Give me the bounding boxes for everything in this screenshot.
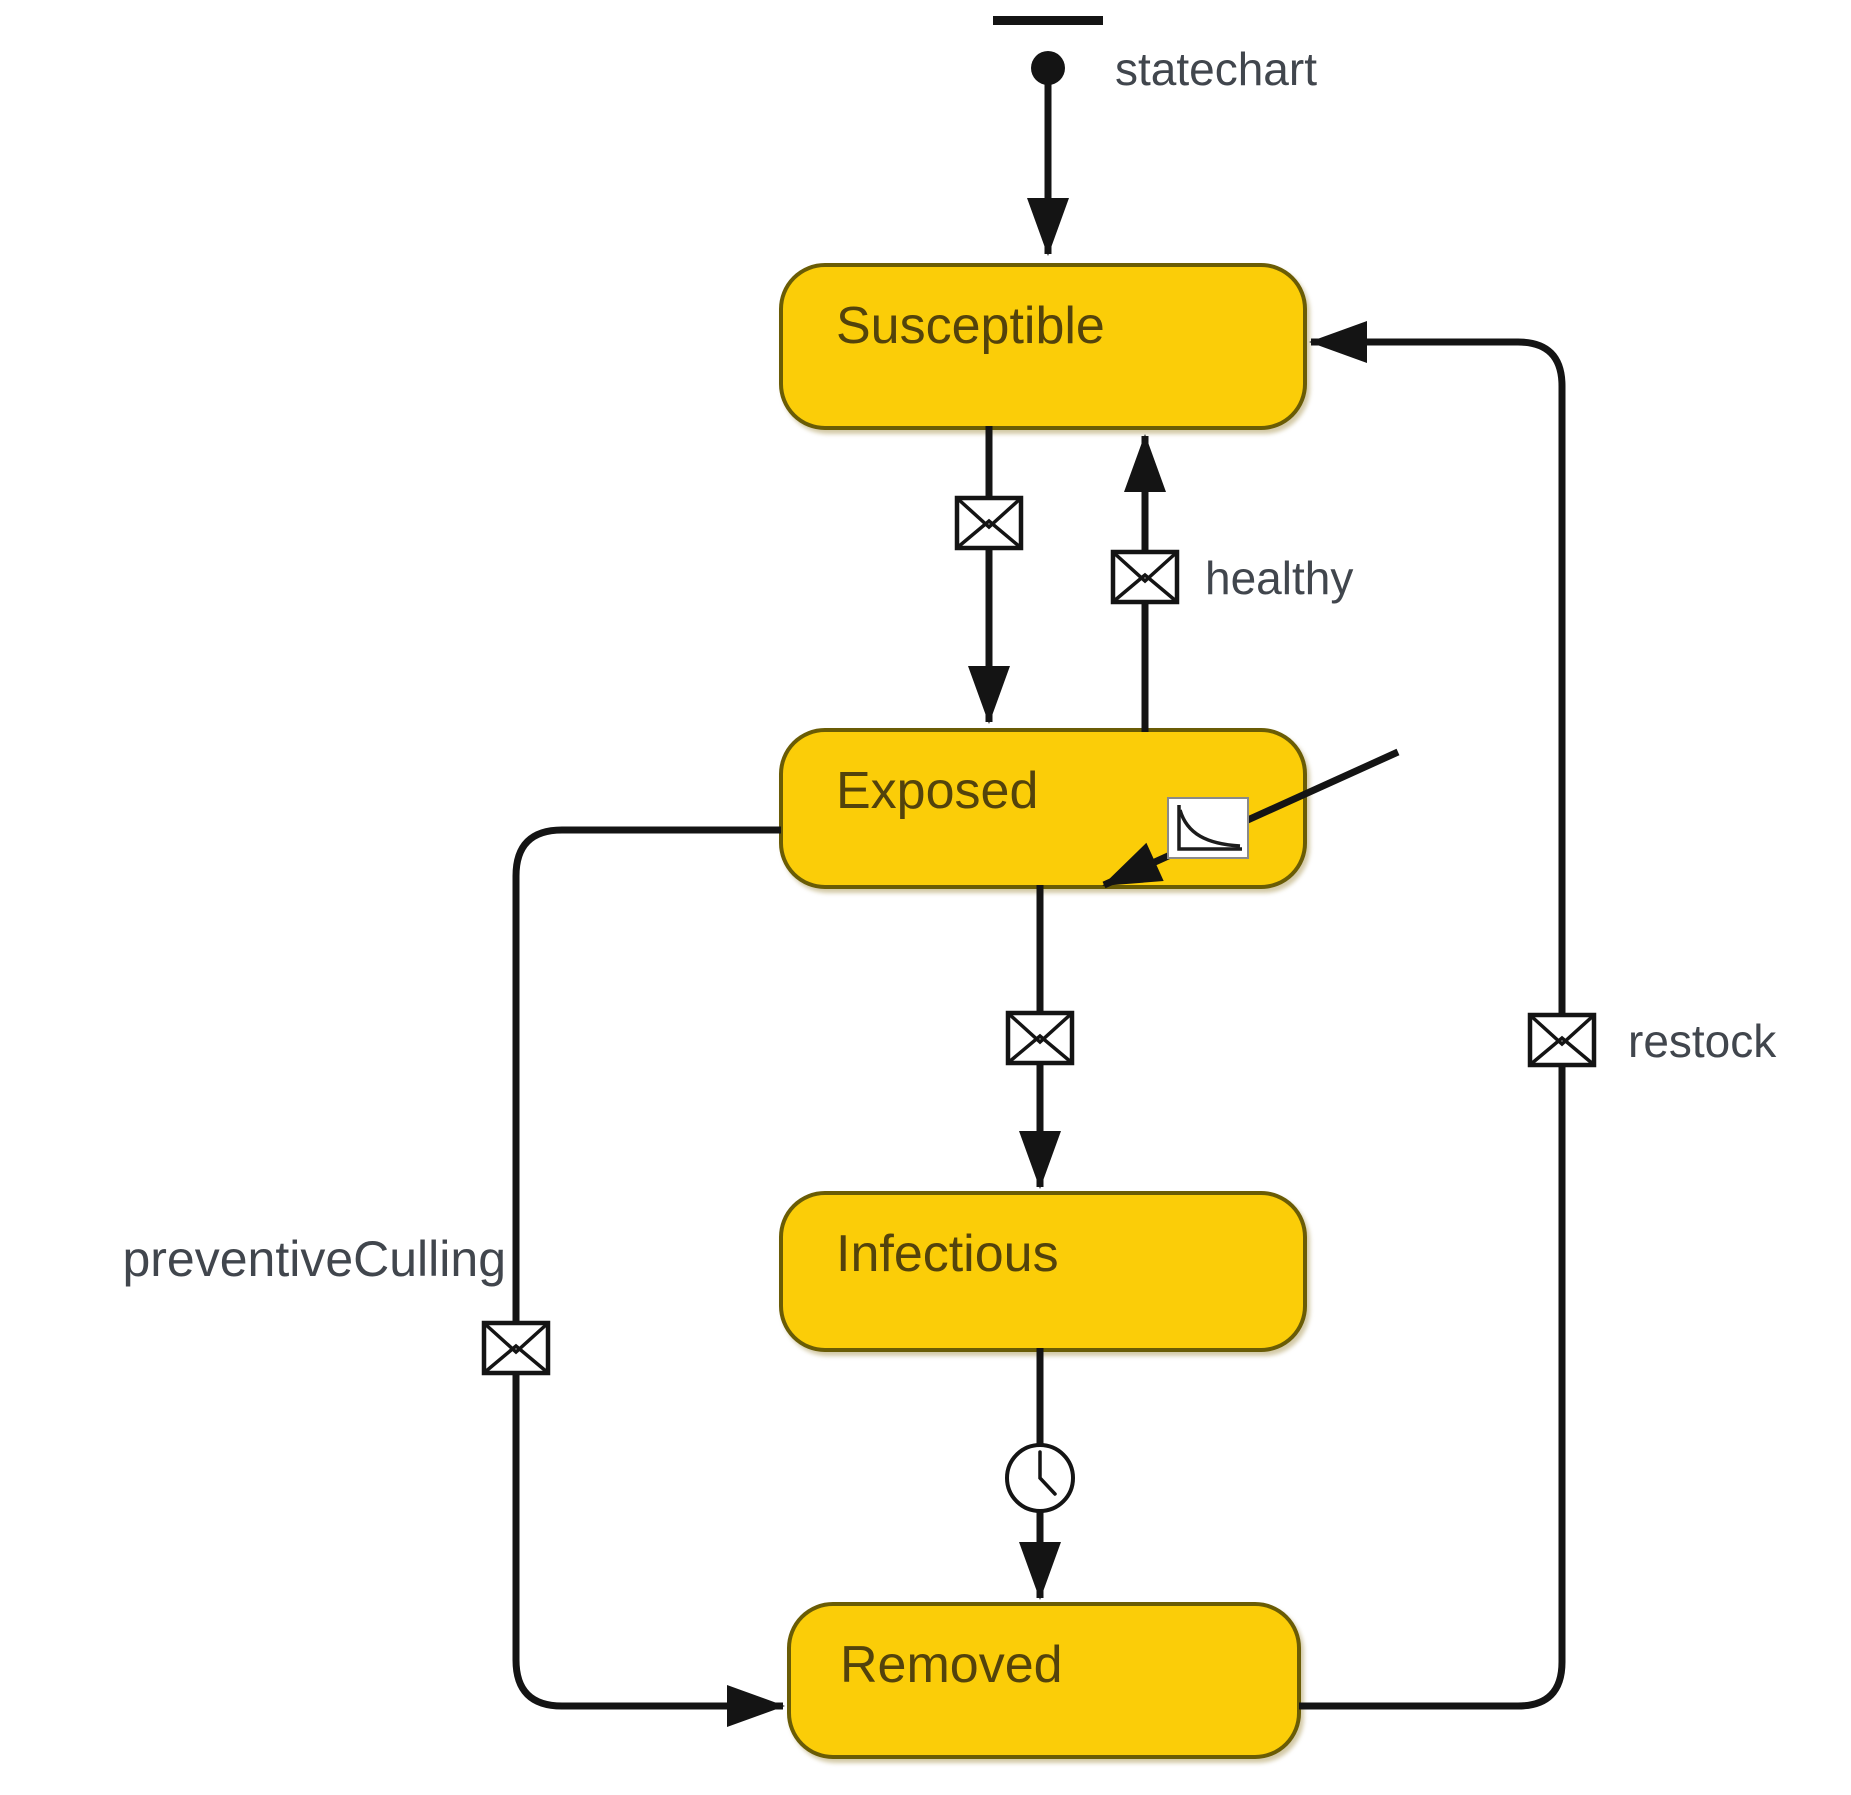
transition-exposed-to-removed-preventive-culling[interactable]: preventiveCulling: [122, 826, 785, 1727]
initial-state-pointer[interactable]: statechart: [993, 16, 1317, 256]
statechart-name-label: statechart: [1115, 43, 1317, 95]
message-envelope-icon[interactable]: [954, 495, 1024, 551]
transition-rate-into-exposed[interactable]: [1102, 748, 1400, 889]
transition-line[interactable]: [512, 826, 785, 1727]
state-removed-label: Removed: [840, 1636, 1063, 1694]
transition-restock-label: restock: [1628, 1015, 1777, 1067]
envelope-flaps: [483, 1322, 549, 1374]
transition-preventive-culling-label: preventiveCulling: [122, 1231, 506, 1287]
transition-line[interactable]: [1299, 321, 1566, 1710]
transition-susceptible-to-exposed[interactable]: [954, 426, 1024, 724]
transition-healthy-label: healthy: [1205, 552, 1353, 604]
message-envelope-icon[interactable]: [1110, 549, 1180, 605]
state-susceptible-shape[interactable]: [779, 263, 1307, 430]
rate-icon-curve: [1178, 809, 1241, 848]
state-infectious[interactable]: Infectious: [779, 1191, 1307, 1352]
transition-removed-to-susceptible-restock[interactable]: restock: [1299, 321, 1777, 1710]
message-envelope-icon[interactable]: [481, 1320, 551, 1376]
envelope-flaps: [956, 497, 1022, 549]
state-susceptible-label: Susceptible: [836, 297, 1105, 355]
rate-curve-icon[interactable]: [1167, 797, 1249, 859]
transition-infectious-to-removed[interactable]: [1005, 1348, 1075, 1600]
envelope-flaps: [1112, 551, 1178, 603]
state-removed-shape[interactable]: [787, 1602, 1301, 1759]
envelope-flaps: [1007, 1012, 1073, 1064]
state-removed[interactable]: Removed: [787, 1602, 1301, 1759]
message-envelope-icon[interactable]: [1527, 1012, 1597, 1068]
transition-line[interactable]: [1102, 748, 1400, 889]
state-infectious-label: Infectious: [836, 1225, 1059, 1283]
clock-hands: [1038, 1450, 1057, 1496]
state-susceptible[interactable]: Susceptible: [779, 263, 1307, 430]
message-envelope-icon[interactable]: [1005, 1010, 1075, 1066]
envelope-flaps: [1529, 1014, 1595, 1066]
initial-state-bar-icon: [993, 16, 1103, 25]
transition-exposed-to-susceptible-healthy[interactable]: healthy: [1110, 434, 1353, 732]
timeout-clock-icon[interactable]: [1005, 1443, 1075, 1513]
transition-exposed-to-infectious[interactable]: [1005, 885, 1075, 1189]
initial-state-dot-icon: [1031, 51, 1065, 85]
rate-icon-axes: [1177, 805, 1242, 851]
state-exposed-label: Exposed: [836, 762, 1038, 820]
